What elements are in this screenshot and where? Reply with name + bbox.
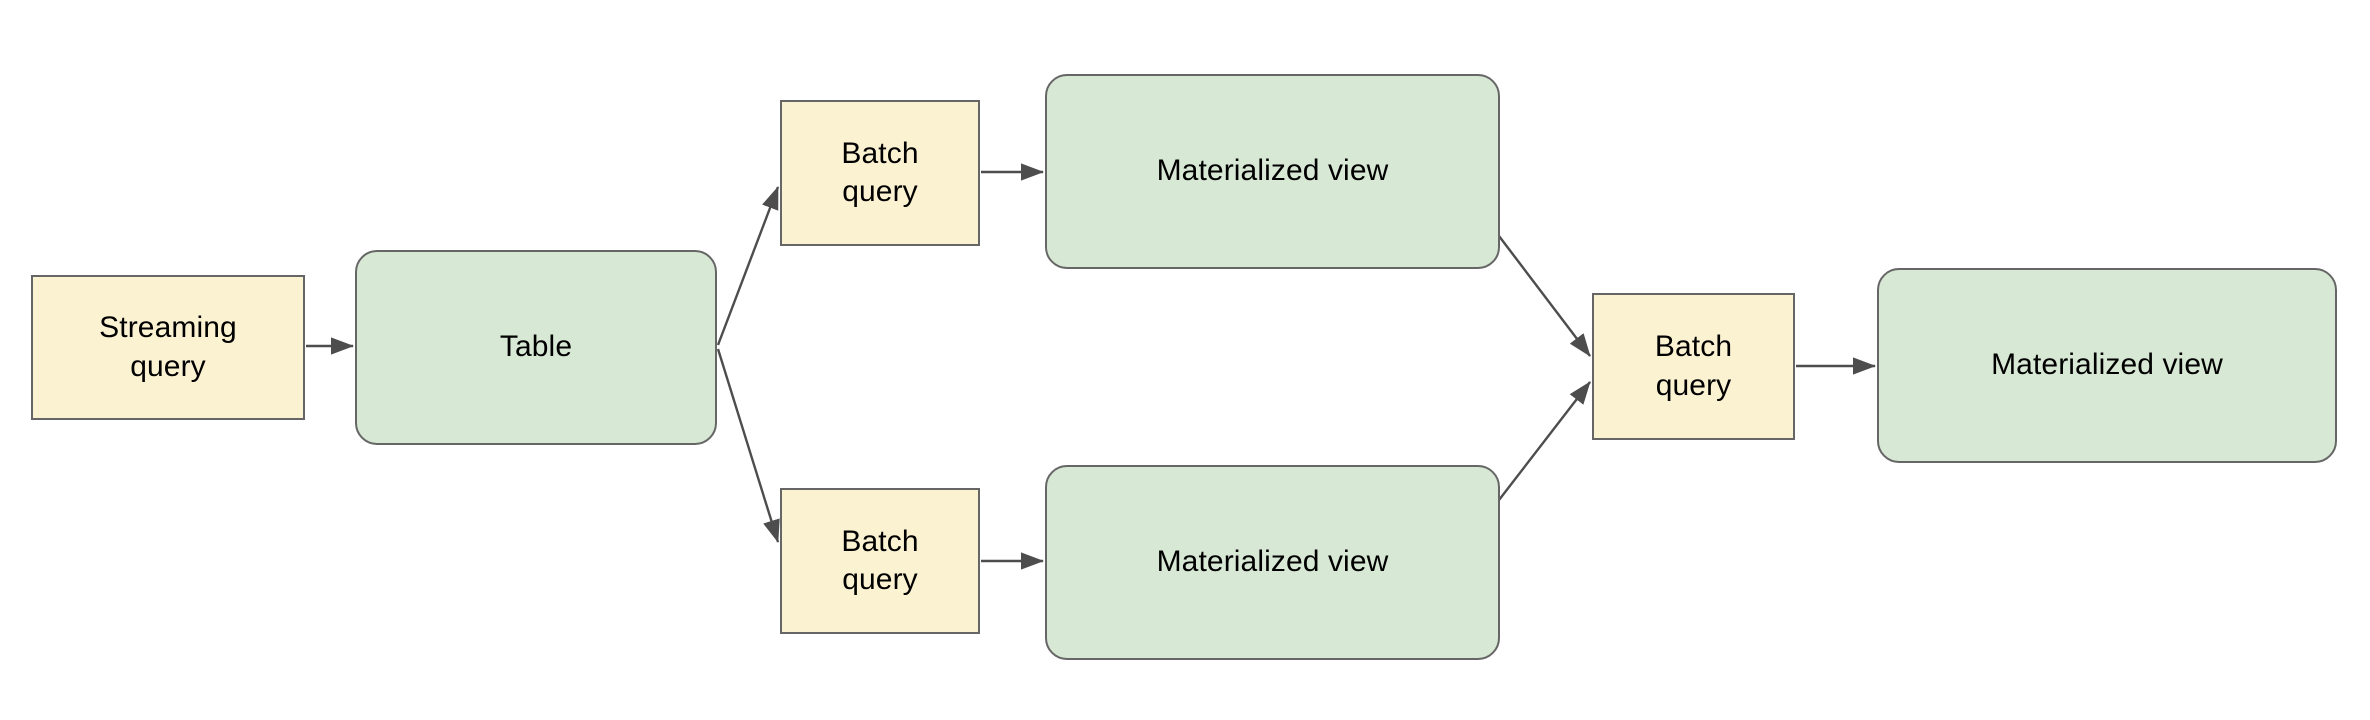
node-table-label: Table: [499, 330, 573, 364]
node-batch-query-join[interactable]: Batch query: [1592, 293, 1795, 440]
node-materialized-view-bottom[interactable]: Materialized view: [1045, 465, 1500, 660]
node-materialized-view-final-label: Materialized view: [1991, 348, 2223, 382]
edge-table-to-batch-top: [716, 186, 780, 346]
node-batch-query-bottom[interactable]: Batch query: [780, 488, 980, 634]
node-batch-query-join-label: Batch query: [1654, 330, 1733, 402]
node-materialized-view-top[interactable]: Materialized view: [1045, 74, 1500, 269]
edge-table-to-batch-bottom: [716, 348, 780, 543]
node-batch-query-top[interactable]: Batch query: [780, 100, 980, 246]
edge-mv-bottom-to-batch-join: [1498, 381, 1591, 501]
node-materialized-view-final[interactable]: Materialized view: [1877, 268, 2337, 463]
node-materialized-view-bottom-label: Materialized view: [1156, 545, 1389, 579]
node-table[interactable]: Table: [355, 250, 717, 445]
node-streaming-query-label: Streaming query: [99, 311, 237, 383]
edge-mv-top-to-batch-join: [1498, 235, 1591, 357]
node-streaming-query[interactable]: Streaming query: [31, 275, 305, 420]
node-materialized-view-top-label: Materialized view: [1156, 154, 1389, 188]
node-batch-query-top-label: Batch query: [841, 136, 919, 208]
node-batch-query-bottom-label: Batch query: [841, 524, 919, 596]
